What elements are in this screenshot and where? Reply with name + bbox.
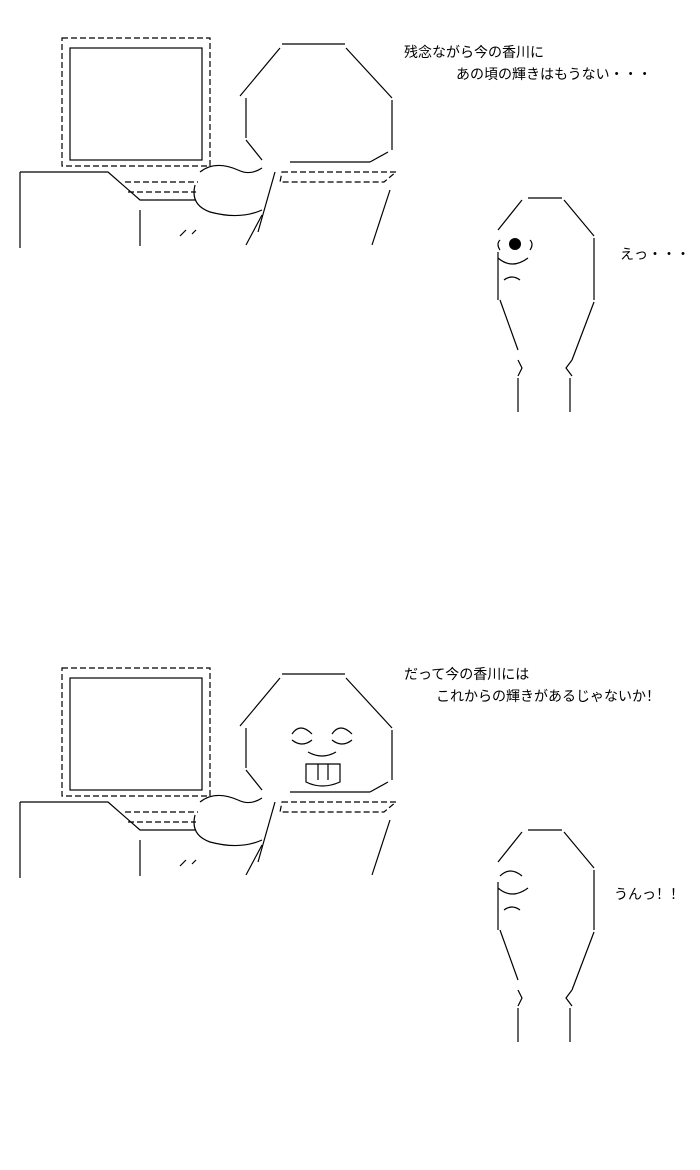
panel-1-dialogue-left: 残念ながら今の香川に あの頃の輝きはもうない・・・ — [404, 42, 652, 86]
dialogue-line: これからの輝きがあるじゃないか！ — [436, 689, 660, 705]
panel-2-dialogue-right: うんっ！！ — [614, 887, 684, 903]
dialogue-line: 残念ながら今の香川に — [404, 45, 544, 61]
character-small — [497, 197, 595, 412]
panel-1-art — [19, 37, 595, 412]
desk — [19, 801, 398, 878]
character-big — [179, 43, 393, 246]
character-small — [497, 829, 595, 1042]
monitor — [61, 37, 211, 167]
dialogue-line: あの頃の輝きはもうない・・・ — [456, 67, 652, 83]
monitor — [61, 667, 211, 797]
panel-2-dialogue-left: だって今の香川には これからの輝きがあるじゃないか！ — [404, 664, 660, 708]
panel-1-dialogue-right: えっ・・・ — [620, 247, 690, 263]
dialogue-line: だって今の香川には — [404, 667, 530, 683]
desk — [19, 171, 398, 248]
eye — [509, 238, 521, 250]
character-big — [179, 673, 393, 876]
panel-2-art — [19, 667, 595, 1042]
